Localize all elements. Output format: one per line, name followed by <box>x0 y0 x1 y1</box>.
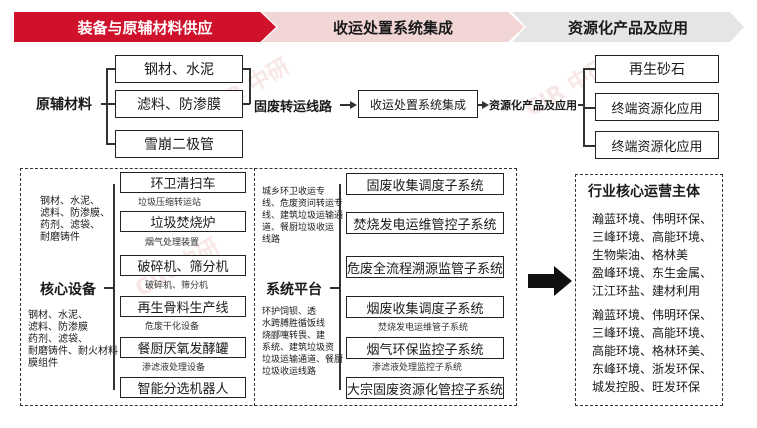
system-platform-label: 系统平台 <box>266 282 322 298</box>
core-equipment-label: 核心设备 <box>40 282 96 298</box>
subsystem-box: 大宗固废资源化管控子系统 <box>346 377 504 399</box>
equipment-note: 破碎机、筛分机 <box>145 281 209 291</box>
industry-group-1: 瀚蓝环境、伟明环保、 三峰环境、高能环境、 生物柴油、格林美 盈峰环境、东生金属… <box>592 212 713 298</box>
equipment-box: 智能分选机器人 <box>120 377 246 398</box>
equipment-note: 垃圾压缩转运站 <box>138 198 202 208</box>
material-box: 雪崩二极管 <box>115 130 243 158</box>
header-stage-products: 资源化产品及应用 <box>512 12 744 42</box>
equipment-box: 环卫清扫车 <box>120 172 246 193</box>
platform-desc-bottom: 环护饲钡、透 水跨膊胜循饭线 烧郦嚏转畏、建 系统、建筑垃圾资 垃圾运输通道、餐… <box>262 307 344 377</box>
header-stage-equipment: 装备与原辅材料供应 <box>14 12 276 42</box>
raw-materials-label: 原辅材料 <box>36 97 92 113</box>
material-box: 钢材、水泥 <box>115 55 243 83</box>
big-right-arrow-icon <box>528 266 572 296</box>
equipment-note: 烟气处理装置 <box>145 238 200 248</box>
equipment-note: 危废干化设备 <box>145 322 200 332</box>
product-box: 终端资源化应用 <box>595 131 719 159</box>
core-panel <box>20 168 517 406</box>
equipment-materials-bottom: 钢材、水泥、 滤料、防渗膜 药剂、滤袋、 耐磨铸件、耐火材料 膜组件 <box>28 310 118 369</box>
product-box: 终端资源化应用 <box>595 93 719 121</box>
equipment-box: 餐厨厌氧发酵罐 <box>120 337 246 358</box>
subsystem-box: 危废全流程溯源监管子系统 <box>346 256 504 278</box>
subsystem-note: 渗滤液处理监控子系统 <box>372 363 463 373</box>
equipment-box: 垃圾焚烧炉 <box>120 211 246 232</box>
arrow-right-icon <box>482 101 489 109</box>
equipment-box: 破碎机、筛分机 <box>120 255 246 276</box>
subsystem-box: 烟气环保监控子系统 <box>346 337 504 359</box>
transfer-route-label: 固废转运线路 <box>254 100 333 115</box>
industry-group-2: 瀚蓝环境、伟明环保、 三峰环境、高能环境、 高能环境、格林环美、 东峰环境、浙发… <box>592 308 713 394</box>
arrow-right-icon <box>350 101 357 109</box>
industry-title: 行业核心运营主体 <box>588 184 700 200</box>
panel-divider <box>254 168 255 406</box>
subsystem-box: 焚烧发电运维管控子系统 <box>346 212 504 234</box>
equipment-box: 再生骨料生产线 <box>120 296 246 317</box>
industry-panel <box>575 174 723 406</box>
integration-box: 收运处置系统集成 <box>358 90 478 118</box>
subsystem-box: 固废收集调度子系统 <box>346 173 504 195</box>
subsystem-note: 焚烧发电运维管子系统 <box>378 323 469 333</box>
equipment-note: 渗滤液处理设备 <box>142 363 206 373</box>
material-box: 滤料、防渗膜 <box>115 90 243 118</box>
subsystem-box: 烟废收集调度子系统 <box>346 296 504 318</box>
header-stage-integration: 收运处置系统集成 <box>262 12 524 42</box>
equipment-materials-top: 钢材、水泥、 滤料、防渗膜、 药剂、滤袋、 耐磨铸件 <box>40 196 110 243</box>
product-application-label: 资源化产品及应用 <box>489 99 577 112</box>
product-box: 再生砂石 <box>595 55 719 83</box>
platform-desc-top: 城乡环卫收运专 线、危废资问转运专 线、建筑垃圾运输通 道、餐厨垃圾收运 线路 <box>262 187 344 245</box>
